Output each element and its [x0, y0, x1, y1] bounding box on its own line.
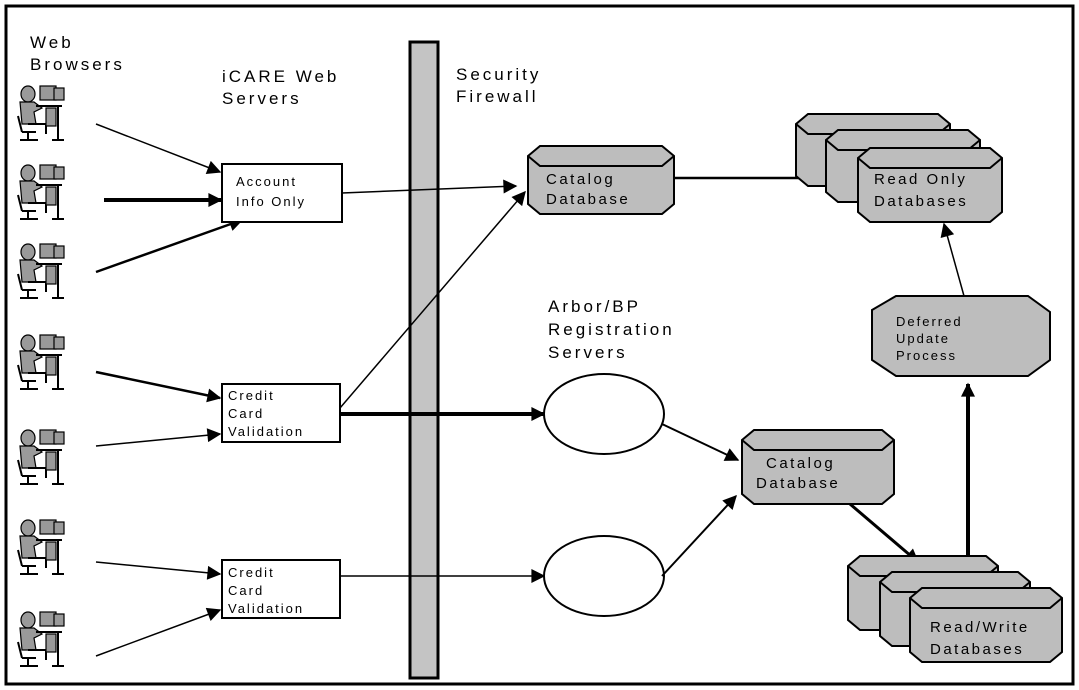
icare-servers-label: iCARE Web Servers	[222, 67, 347, 108]
firewall-bar	[408, 40, 440, 680]
user-icon	[17, 519, 65, 575]
svg-text:Read Only Databases: Read Only Databases	[874, 171, 974, 210]
arrow-user1-account	[95, 123, 222, 174]
diagram-frame	[4, 4, 1075, 686]
account-info-box: Account Info Only	[221, 163, 343, 223]
svg-text:Catalog Database: Catalog Database	[546, 171, 630, 208]
user-icon	[17, 85, 65, 141]
user-icon	[17, 611, 65, 667]
arrow-user7-credit2	[95, 607, 222, 657]
user-icon	[17, 334, 65, 390]
arrow-arbor2-catalog	[661, 494, 737, 577]
credit-card-box-2: Credit Card Validation	[221, 559, 341, 619]
arrow-user3-account	[95, 217, 244, 274]
arrow-arbor1-catalog	[661, 423, 740, 461]
svg-text:Credit Card Valida: Credit Card Validation	[228, 388, 304, 439]
arbor-servers-label: Arbor/BP Registration Servers	[548, 297, 682, 362]
arrow-credit1-catalog	[339, 190, 526, 409]
deferred-update-process: Deferred Update Process	[871, 295, 1051, 377]
read-write-databases: Read/Write Databases	[847, 555, 1063, 663]
arbor-server-2	[543, 535, 665, 617]
arrow-account-catalog	[341, 179, 518, 194]
user-icon	[17, 243, 65, 299]
arrow-user5-credit1	[95, 428, 222, 447]
arrow-deferred-readonly	[940, 222, 965, 297]
arbor-server-1	[543, 373, 665, 455]
svg-text:Read/Write Databases: Read/Write Databases	[930, 619, 1036, 658]
catalog-database-top: Catalog Database	[527, 145, 675, 215]
firewall-label: Security Firewall	[456, 65, 549, 106]
svg-text:Account Info Only: Account Info Only	[236, 174, 306, 209]
web-browsers-label: Web Browsers	[30, 33, 125, 74]
arrow-user6-credit2	[95, 561, 222, 580]
svg-text:Credit Card Valida: Credit Card Validation	[228, 565, 304, 616]
user-icon	[17, 164, 65, 220]
svg-text:Catalog Database: Catalog Database	[756, 455, 842, 492]
arrow-catalog-readwrite	[849, 502, 920, 564]
arrow-user4-credit1	[95, 370, 222, 403]
svg-text:Deferred Update Pr: Deferred Update Process	[896, 314, 968, 363]
credit-card-box-1: Credit Card Validation	[221, 383, 341, 443]
read-only-databases: Read Only Databases	[795, 113, 1003, 223]
catalog-database-mid: Catalog Database	[741, 429, 895, 505]
user-icon	[17, 429, 65, 485]
